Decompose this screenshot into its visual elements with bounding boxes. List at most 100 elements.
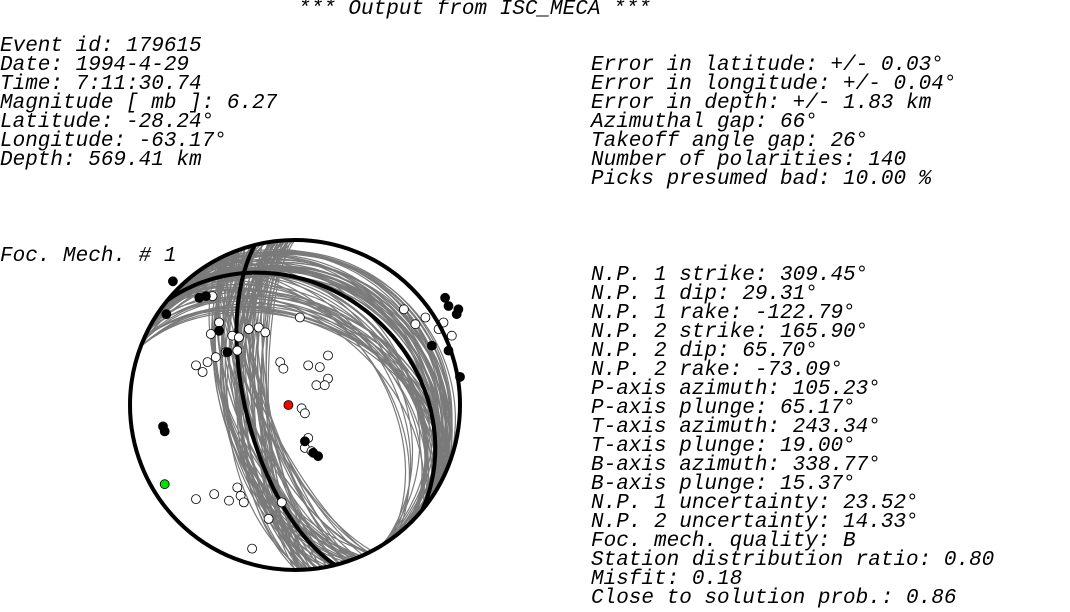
dilatation-point bbox=[238, 497, 249, 508]
event-info-line: Longitude: -63.17° bbox=[0, 130, 227, 153]
best-nodal-planes bbox=[166, 244, 438, 567]
compression-point bbox=[161, 309, 172, 320]
error-info-line: Takeoff angle gap: 26° bbox=[591, 130, 869, 153]
dilatation-point bbox=[253, 322, 264, 333]
mechanism-param-line: Station distribution ratio: 0.80 bbox=[591, 549, 995, 572]
compression-point bbox=[451, 309, 462, 320]
error-info-list: Error in latitude: +/- 0.03°Error in lon… bbox=[591, 54, 957, 191]
error-info-line: Error in depth: +/- 1.83 km bbox=[591, 92, 932, 115]
mechanism-param-line: N.P. 1 uncertainty: 23.52° bbox=[591, 492, 919, 515]
uncertainty-plane-line bbox=[265, 240, 302, 570]
event-info-line: Time: 7:11:30.74 bbox=[0, 73, 202, 96]
dilatation-point bbox=[205, 329, 216, 339]
dilatation-point bbox=[278, 363, 289, 374]
compression-point bbox=[299, 436, 310, 447]
uncertainty-plane-line bbox=[172, 250, 451, 517]
dilatation-point bbox=[446, 330, 457, 341]
error-info-line: Number of polarities: 140 bbox=[591, 149, 907, 172]
event-info-line: Date: 1994-4-29 bbox=[0, 54, 190, 77]
dilatation-point bbox=[410, 319, 421, 330]
error-info-line: Azimuthal gap: 66° bbox=[591, 111, 818, 134]
nodal-plane-1 bbox=[166, 270, 438, 511]
uncertainty-plane-line bbox=[226, 251, 357, 559]
mechanism-param-line: T-axis azimuth: 243.34° bbox=[591, 416, 881, 439]
mechanism-param-line: Close to solution prob.: 0.86 bbox=[591, 587, 957, 610]
mechanism-param-line: N.P. 1 strike: 309.45° bbox=[591, 264, 869, 287]
compression-point bbox=[440, 292, 451, 303]
dilatation-point bbox=[224, 495, 234, 506]
uncertainty-plane-line bbox=[216, 253, 362, 557]
uncertainty-plane-line bbox=[140, 311, 450, 464]
mechanism-param-line: N.P. 1 dip: 29.31° bbox=[591, 283, 818, 306]
dilatation-point bbox=[323, 350, 333, 361]
focal-mechanism-label: Foc. Mech. # 1 bbox=[0, 245, 177, 268]
dilatation-point bbox=[210, 352, 221, 363]
mechanism-param-line: N.P. 2 uncertainty: 14.33° bbox=[591, 511, 919, 534]
mechanism-param-line: B-axis plunge: 15.37° bbox=[591, 473, 856, 496]
dilatation-point bbox=[209, 489, 220, 500]
page-title: *** Output from ISC_MECA *** bbox=[298, 0, 651, 21]
dilatation-point bbox=[299, 408, 310, 419]
dilatation-point bbox=[214, 317, 224, 328]
mechanism-param-line: N.P. 2 strike: 165.90° bbox=[591, 321, 869, 344]
uncertainty-plane-line bbox=[260, 241, 322, 569]
uncertainty-plane-line bbox=[144, 266, 451, 475]
compression-point bbox=[222, 347, 233, 358]
mechanism-param-line: Foc. mech. quality: B bbox=[591, 530, 856, 553]
error-info-line: Error in longitude: +/- 0.04° bbox=[591, 73, 957, 96]
dilatation-point bbox=[247, 543, 258, 554]
uncertainty-plane-line bbox=[219, 242, 326, 568]
compression-point bbox=[214, 325, 224, 336]
compression-point bbox=[443, 301, 454, 311]
mechanism-param-line: Misfit: 0.18 bbox=[591, 568, 743, 591]
beachball-stereonet bbox=[128, 238, 465, 572]
dilatation-point bbox=[319, 380, 330, 391]
dilatation-point bbox=[311, 380, 322, 391]
error-info-line: Error in latitude: +/- 0.03° bbox=[591, 54, 944, 77]
dilatation-point bbox=[260, 327, 271, 338]
uncertainty-plane-line bbox=[143, 307, 447, 473]
dilatation-point bbox=[191, 494, 201, 505]
dilatation-point bbox=[303, 360, 314, 371]
event-info-line: Magnitude [ mb ]: 6.27 bbox=[0, 92, 278, 115]
mechanism-param-line: N.P. 2 rake: -73.09° bbox=[591, 359, 844, 382]
dilatation-point bbox=[191, 360, 201, 371]
sphere-outline bbox=[128, 238, 462, 572]
mechanism-param-line: B-axis azimuth: 338.77° bbox=[591, 454, 881, 477]
event-info-line: Depth: 569.41 km bbox=[0, 149, 202, 172]
dilatation-point bbox=[232, 482, 243, 493]
mechanism-param-line: N.P. 2 dip: 65.70° bbox=[591, 340, 818, 363]
error-info-line: Picks presumed bad: 10.00 % bbox=[591, 168, 932, 191]
compression-point bbox=[201, 291, 211, 301]
compression-point bbox=[426, 340, 437, 351]
dilatation-point bbox=[233, 332, 244, 343]
compression-point bbox=[159, 426, 170, 437]
mechanism-param-line: P-axis plunge: 65.17° bbox=[591, 397, 856, 420]
uncertainty-plane-line bbox=[222, 249, 352, 561]
event-info-line: Event id: 179615 bbox=[0, 35, 202, 58]
dilatation-point bbox=[398, 304, 409, 315]
event-info-line: Latitude: -28.24° bbox=[0, 111, 215, 134]
uncertainty-plane-line bbox=[262, 240, 312, 570]
uncertainty-plane-line bbox=[235, 240, 314, 570]
uncertainty-plane-line bbox=[251, 240, 306, 570]
dilatation-point bbox=[202, 357, 213, 368]
uncertainty-plane-line bbox=[166, 286, 428, 510]
t-axis-point bbox=[159, 479, 170, 490]
uncertainty-plane-line bbox=[217, 259, 373, 552]
focal-mechanism-parameters: N.P. 1 strike: 309.45°N.P. 1 dip: 29.31°… bbox=[591, 264, 995, 610]
mechanism-param-line: T-axis plunge: 19.00° bbox=[591, 435, 856, 458]
nodal-plane-uncertainty-lines bbox=[139, 240, 457, 570]
uncertainty-plane-line bbox=[244, 241, 319, 569]
dilatation-point bbox=[263, 513, 274, 524]
dilatation-point bbox=[197, 367, 208, 377]
uncertainty-plane-line bbox=[229, 252, 359, 558]
mechanism-param-line: P-axis azimuth: 105.23° bbox=[591, 378, 881, 401]
dilatation-point bbox=[276, 497, 287, 508]
uncertainty-plane-line bbox=[253, 240, 301, 570]
dilatation-point bbox=[420, 312, 431, 323]
compression-point bbox=[168, 276, 178, 287]
p-axis-point bbox=[283, 400, 294, 410]
nodal-plane-2 bbox=[234, 244, 337, 567]
